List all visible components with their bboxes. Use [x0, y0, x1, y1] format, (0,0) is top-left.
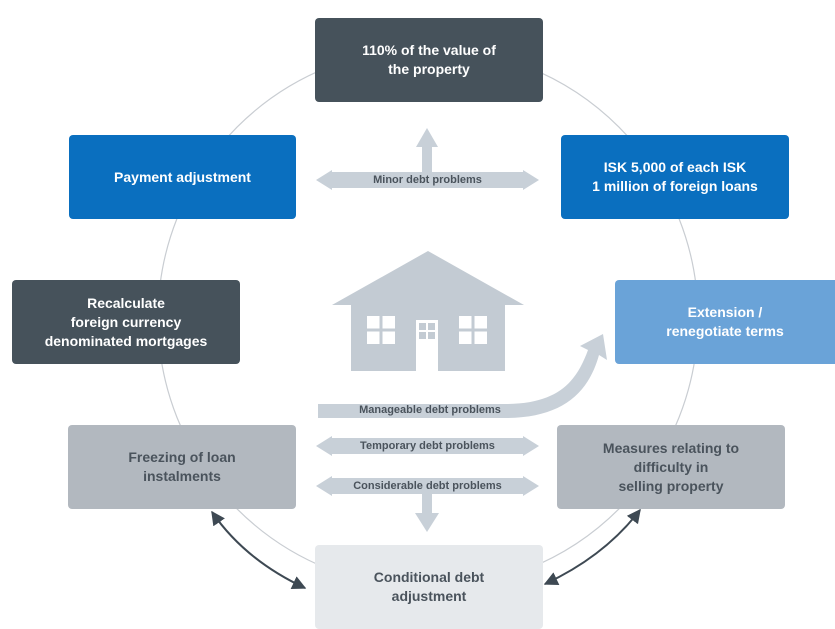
box-freezing-instalments: Freezing of loan instalments — [68, 425, 296, 509]
temporary-debt-arrow — [316, 436, 539, 456]
label-manageable-debt-problems: Manageable debt problems — [359, 404, 501, 416]
manageable-debt-arrow — [318, 334, 607, 418]
box-extension-label: Extension / renegotiate terms — [666, 304, 784, 339]
box-conditional-debt-adjustment: Conditional debt adjustment — [315, 545, 543, 629]
box-freezing-instalments-label: Freezing of loan instalments — [128, 449, 236, 484]
box-isk-5000-label: ISK 5,000 of each ISK 1 million of forei… — [592, 159, 758, 194]
left-cycle-arrow — [211, 510, 307, 590]
box-recalculate-mortgages: Recalculate foreign currency denominated… — [12, 280, 240, 364]
box-selling-property-measures: Measures relating to difficulty in selli… — [557, 425, 785, 509]
box-isk-5000: ISK 5,000 of each ISK 1 million of forei… — [561, 135, 789, 219]
right-cycle-arrow — [543, 508, 641, 586]
box-110-percent-value-label: 110% of the value of the property — [362, 42, 496, 77]
up-arrow — [416, 128, 438, 172]
box-payment-adjustment-label: Payment adjustment — [114, 168, 251, 185]
box-conditional-debt-adjustment-label: Conditional debt adjustment — [373, 569, 485, 604]
label-considerable-debt-problems: Considerable debt problems — [353, 480, 502, 492]
label-minor-debt-problems: Minor debt problems — [373, 174, 482, 186]
box-recalculate-mortgages-label: Recalculate foreign currency denominated… — [44, 294, 208, 349]
label-temporary-debt-problems: Temporary debt problems — [360, 440, 495, 452]
considerable-debt-arrow — [316, 476, 539, 496]
house-icon — [332, 251, 524, 371]
down-arrow — [415, 494, 439, 532]
box-selling-property-measures-label: Measures relating to difficulty in selli… — [602, 439, 740, 494]
box-payment-adjustment: Payment adjustment — [69, 135, 296, 219]
box-110-percent-value: 110% of the value of the property — [315, 18, 543, 102]
box-extension: Extension / renegotiate terms — [615, 280, 835, 364]
minor-debt-arrow — [316, 170, 539, 190]
